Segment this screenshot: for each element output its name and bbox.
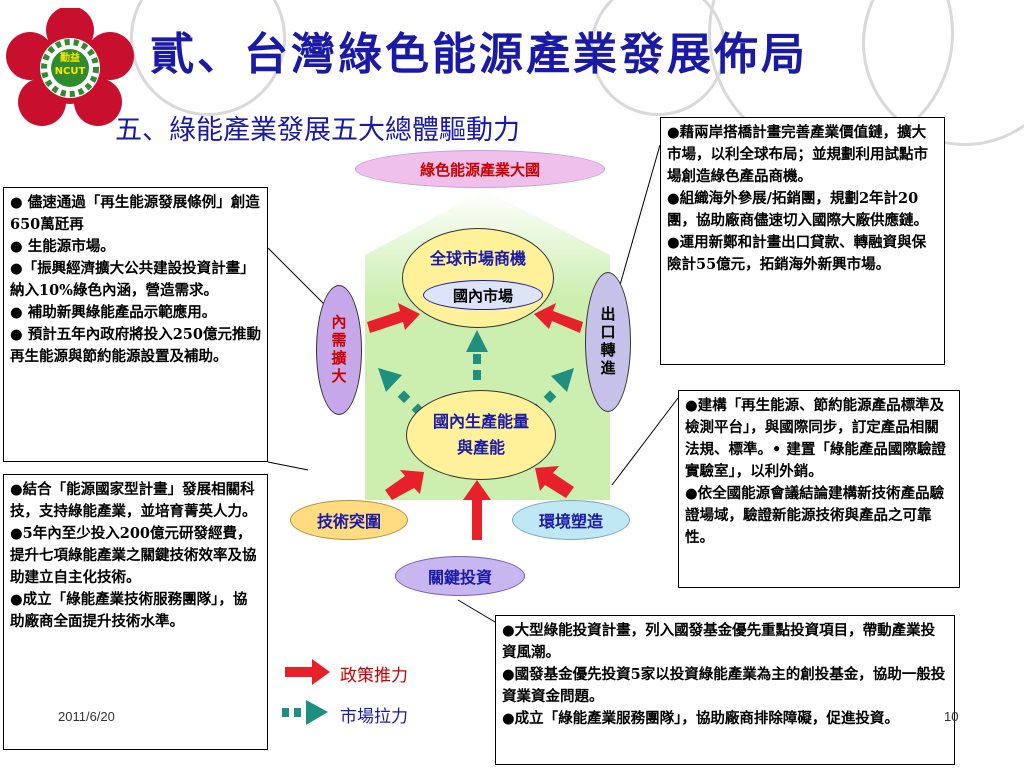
green-energy-nation-label: 綠色能源產業大國 [355, 150, 605, 188]
legend-market-arrow [282, 700, 328, 725]
right-top-box: ●藉兩岸搭橋計畫完善產業價值鏈，擴大市場，以利全球布局；並規劃利用試點市場創造綠… [660, 117, 945, 365]
domestic-demand-oval: 內需擴大 [316, 285, 362, 415]
bullet-text: ●依全國能源會議結論建構新技術產品驗證場域，驗證新能源技術與產品之可靠性。 [685, 485, 945, 547]
legend-policy-label: 政策推力 [340, 666, 408, 686]
bullet-text: ● 儘速通過「再生能源發展條例」創造650萬瓩再 [10, 194, 260, 234]
bullet-text: ●國發基金優先投資5家以投資綠能產業為主的創投基金，協助一般投資業資金問題。 [502, 666, 946, 706]
bullet-text: ●運用新鄭和計畫出口貸款、轉融資與保險計55億元，拓銷海外新興市場。 [667, 234, 927, 274]
export-oval: 出口轉進 [585, 272, 631, 412]
bullet-text: ●藉兩岸搭橋計畫完善產業價值鏈，擴大市場，以利全球布局；並規劃利用試點市場創造綠… [667, 124, 928, 186]
bullet-text: ●成立「綠能產業服務團隊」，協助廠商排除障礙，促進投資。 [502, 710, 899, 728]
domestic-market-oval: 國內市場 [423, 280, 543, 310]
policy-arrow-to-capacity [535, 466, 574, 498]
page-subtitle: 五、綠能產業發展五大總體驅動力 [115, 115, 520, 146]
bullet-text: ●「振興經濟擴大公共建設投資計畫」納入10%綠色內涵，營造需求。 [10, 260, 255, 300]
bullet-text: ● 預計五年內政府將投入250億元推動再生能源與節約能源設置及補助。 [10, 326, 261, 366]
page-number: 10 [944, 709, 959, 724]
policy-arrow-to-global [534, 303, 583, 333]
key-investment-oval: 關鍵投資 [395, 556, 525, 596]
bullet-text: ● 補助新興綠能產品示範應用。 [10, 304, 217, 322]
bullet-text: ●5年內至少投入200億元研發經費，提升七項綠能產業之關鍵技術效率及協助建立自主… [10, 525, 257, 587]
policy-arrows [367, 303, 583, 540]
tech-breakthrough-oval: 技術突圍 [290, 500, 408, 540]
bottom-right-box: ●大型綠能投資計畫，列入國發基金優先重點投資項目，帶動產業投資風潮。 ●國發基金… [495, 615, 955, 765]
page-title: 貳、台灣綠色能源產業發展佈局 [150, 29, 808, 80]
right-middle-box: ●建構「再生能源、節約能源產品標準及檢測平台」，與國際同步，訂定產品相關法規、標… [678, 390, 960, 588]
policy-arrow-to-global [367, 303, 420, 333]
bullet-text: ● 生能源市場。 [10, 238, 115, 256]
bullet-text: ●大型綠能投資計畫，列入國發基金優先重點投資項目，帶動產業投資風潮。 [502, 622, 936, 662]
policy-arrow-to-capacity [385, 470, 424, 500]
bullet-text: ●建構「再生能源、節約能源產品標準及檢測平台」，與國際同步，訂定產品相關法規、標… [685, 397, 946, 481]
left-top-box: ● 儘速通過「再生能源發展條例」創造650萬瓩再 ● 生能源市場。 ●「振興經濟… [3, 187, 268, 462]
policy-arrow-to-capacity [463, 480, 491, 540]
background-circle [590, 0, 726, 116]
legend-policy-arrow [285, 659, 330, 685]
bullet-text: ●結合「能源國家型計畫」發展相關科技，支持綠能產業，並培育菁英人力。 [10, 481, 257, 521]
domestic-capacity-oval: 國內生產能量與產能 [406, 390, 556, 480]
bullet-text: ●成立「綠能產業技術服務團隊」，協助廠商全面提升技術水準。 [10, 591, 248, 631]
left-bottom-box: ●結合「能源國家型計畫」發展相關科技，支持綠能產業，並培育菁英人力。 ●5年內至… [3, 474, 268, 750]
bullet-text: ●組織海外參展/拓銷團，規劃2年計20團，協助廠商儘速切入國際大廠供應鏈。 [667, 190, 928, 230]
environment-oval: 環境塑造 [512, 500, 630, 540]
global-market-oval: 全球市場商機 [402, 228, 554, 328]
legend-market-label: 市場拉力 [340, 707, 408, 727]
footer-date: 2011/6/20 [58, 709, 115, 724]
